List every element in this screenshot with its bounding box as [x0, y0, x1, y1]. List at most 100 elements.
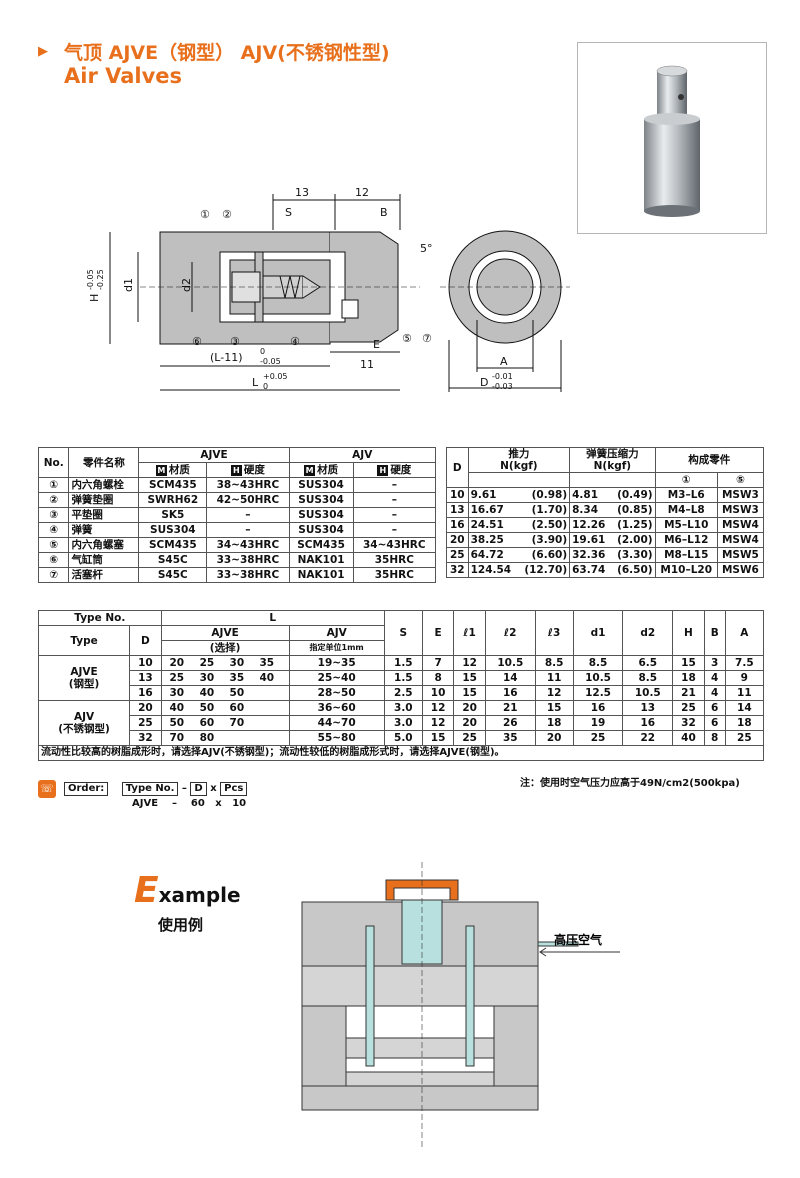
spec-cell: 22 [622, 730, 674, 746]
parts-cell: – [352, 522, 437, 538]
parts-cell: – [352, 477, 437, 493]
col-ajv: AJV [288, 447, 437, 463]
spec-cell: 60 [191, 715, 222, 731]
col-parts: 构成零件 [654, 447, 765, 473]
col-s: S [383, 610, 423, 656]
parts-cell: SCM435 [138, 537, 208, 553]
parts-cell: 42~50HRC [206, 492, 290, 508]
spec-table: Type No. L S E ℓ1 ℓ2 ℓ3 d1 d2 H B A Type… [37, 610, 765, 761]
example-mold-drawing: 高压空气 [301, 862, 620, 1147]
col-d1: d1 [572, 610, 624, 656]
force-cell: MSW5 [716, 547, 765, 563]
col-d2: d2 [622, 610, 674, 656]
force-cell: MSW4 [716, 532, 765, 548]
dim-h-tol-top: -0.05 [86, 269, 95, 290]
spec-cell: 10.5 [484, 655, 536, 671]
col-h: H [672, 610, 705, 656]
spec-cell: 20 [534, 730, 574, 746]
parts-cell: – [352, 492, 437, 508]
col-d: D [129, 625, 162, 656]
spec-cell: 25 [572, 730, 624, 746]
force-cell: 32 [446, 562, 469, 578]
col-ajv-sub: 指定单位1mm [288, 640, 385, 656]
pressure-note: 注：使用时空气压力应高于49N/cm2(500kpa) [520, 778, 740, 789]
spec-cell: 12 [453, 655, 486, 671]
parts-cell: 内六角螺塞 [68, 537, 140, 553]
dim-l11-tol-bot: -0.05 [260, 357, 281, 366]
force-cell: 10 [446, 487, 469, 503]
spec-cell: 21 [672, 685, 705, 701]
spec-cell [251, 685, 282, 701]
dim-b: B [380, 206, 388, 219]
spec-cell: 8.5 [534, 655, 574, 671]
force-cell: (1.70) [517, 502, 571, 518]
spec-cell: 10.5 [622, 685, 674, 701]
spec-cell: 15 [421, 730, 455, 746]
spec-cell: 18 [724, 715, 765, 731]
force-cell: M3–L6 [654, 487, 718, 503]
spec-cell: 25 [160, 670, 192, 686]
force-cell: 19.61 [569, 532, 612, 548]
spec-cell [251, 715, 282, 731]
parts-cell: ⑥ [37, 552, 70, 568]
spec-cell: 35 [484, 730, 536, 746]
spec-cell: 13 [622, 700, 674, 716]
parts-cell: SUS304 [288, 492, 354, 508]
col-d: D [446, 447, 469, 488]
force-cell: M10–L20 [654, 562, 718, 578]
spec-cell: 12 [421, 715, 455, 731]
col-ajve: AJVE [160, 625, 290, 641]
order-type-no: Type No. [121, 782, 179, 796]
order-format: Order: Type No. – D x Pcs [64, 782, 248, 796]
force-cell: 124.54 [467, 562, 518, 578]
parts-cell: SCM435 [138, 477, 208, 493]
parts-cell: ③ [37, 507, 70, 523]
parts-cell: SUS304 [288, 477, 354, 493]
col-l3: ℓ3 [534, 610, 574, 656]
spec-cell: 16 [484, 685, 536, 701]
col-ajve: AJVE [138, 447, 290, 463]
col-b: B [703, 610, 726, 656]
spec-cell: 25 [672, 700, 705, 716]
parts-cell: 34~43HRC [352, 537, 437, 553]
col-type-no: Type No. [38, 610, 162, 626]
page-subtitle: Air Valves [64, 64, 183, 88]
parts-cell: 气缸筒 [68, 552, 140, 568]
dim-h-tol-bot: -0.25 [96, 269, 105, 290]
spec-cell [251, 700, 282, 716]
parts-cell: NAK101 [288, 567, 354, 583]
spec-cell: 19~35 [288, 655, 385, 671]
spec-cell: 8 [703, 730, 726, 746]
col-e: E [421, 610, 455, 656]
dim-l11: (L-11) [210, 351, 242, 364]
dim-d2: d2 [180, 278, 193, 292]
spec-cell: 15 [453, 670, 486, 686]
force-cell: (2.00) [611, 532, 656, 548]
spec-cell [281, 700, 290, 716]
dim-l: L [252, 376, 259, 389]
spec-cell [251, 730, 282, 746]
col-l1: ℓ1 [453, 610, 486, 656]
spec-cell: 50 [160, 715, 192, 731]
spec-cell: 20 [160, 655, 192, 671]
page-title: 气顶 AJVE（钢型） AJV(不锈钢性型) [64, 42, 390, 64]
spec-cell [281, 685, 290, 701]
spec-cell: 3.0 [383, 715, 423, 731]
spec-cell: 30 [191, 670, 222, 686]
example-subtitle: 使用例 [158, 916, 204, 934]
spec-cell: 28~50 [288, 685, 385, 701]
parts-cell: SUS304 [138, 522, 208, 538]
spec-cell: 7.5 [724, 655, 765, 671]
force-cell: 12.26 [569, 517, 612, 533]
spec-cell: 10 [421, 685, 455, 701]
col-a: A [724, 610, 765, 656]
spec-cell: 6 [703, 715, 726, 731]
force-cell: (3.90) [517, 532, 571, 548]
col-ajve-sub: (选择) [160, 640, 290, 656]
